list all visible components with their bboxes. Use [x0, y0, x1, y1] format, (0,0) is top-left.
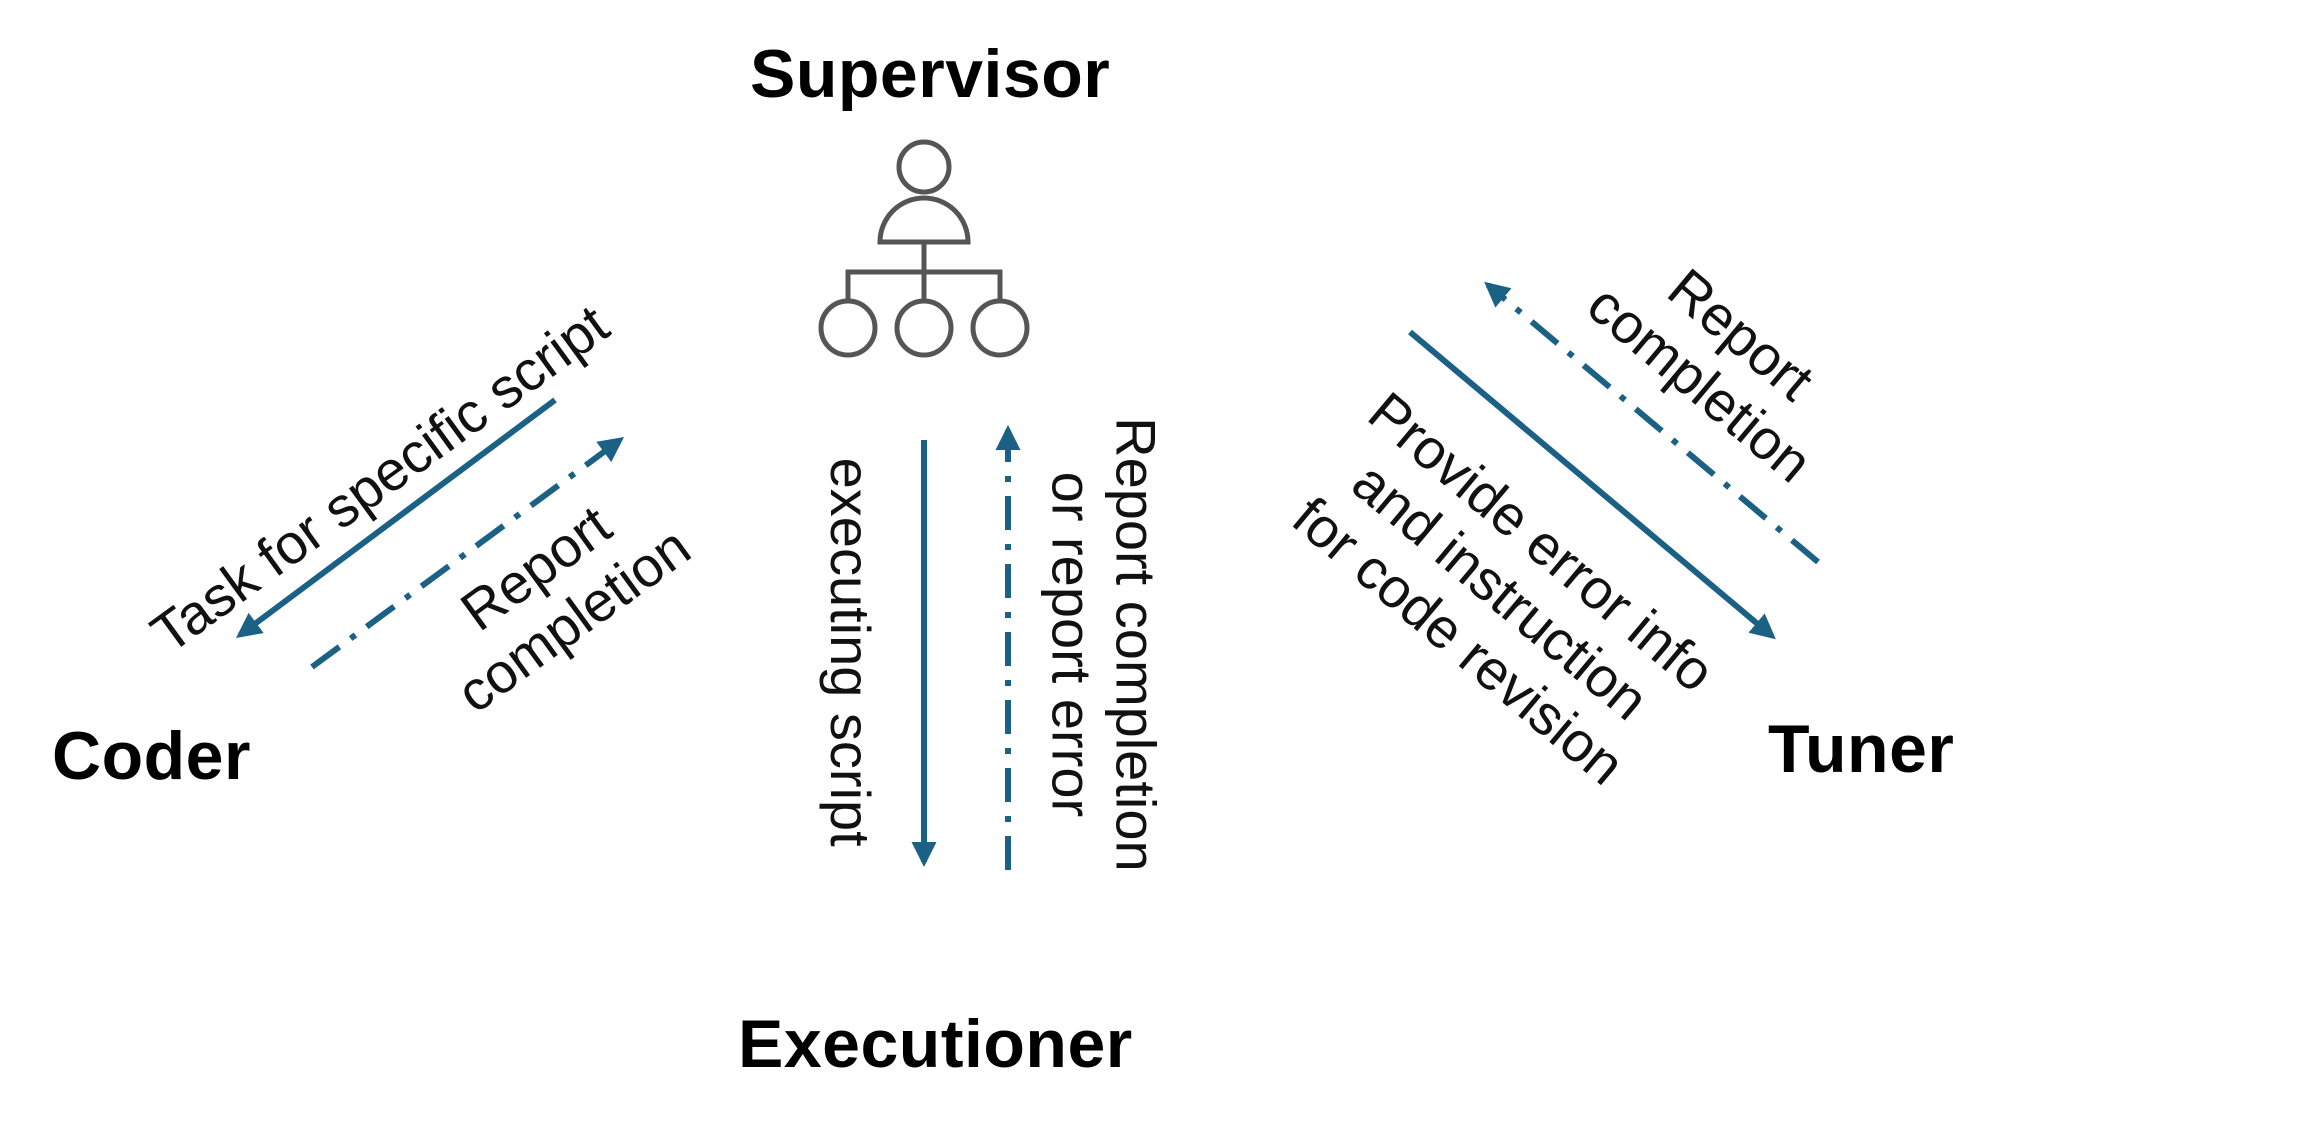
arrow-supervisor-to-coder: [235, 397, 557, 639]
supervisor-node-label: Supervisor: [750, 36, 1111, 112]
arrow-supervisor-to-tuner: [1408, 329, 1776, 640]
label-line: executing script: [819, 457, 883, 847]
arrow-tuner-to-supervisor: [1484, 281, 1820, 565]
label-report-completion-or-error: Report completion or report error: [1039, 374, 1168, 914]
label-line: Report completion: [1104, 417, 1168, 872]
executioner-node-label: Executioner: [738, 1006, 1133, 1082]
coder-node-label: Coder: [52, 718, 251, 794]
label-executing-script: executing script: [818, 392, 882, 912]
tuner-node-label: Tuner: [1768, 711, 1955, 787]
org-chart-person-icon: [818, 139, 1030, 358]
label-line: or report error: [1040, 471, 1103, 818]
